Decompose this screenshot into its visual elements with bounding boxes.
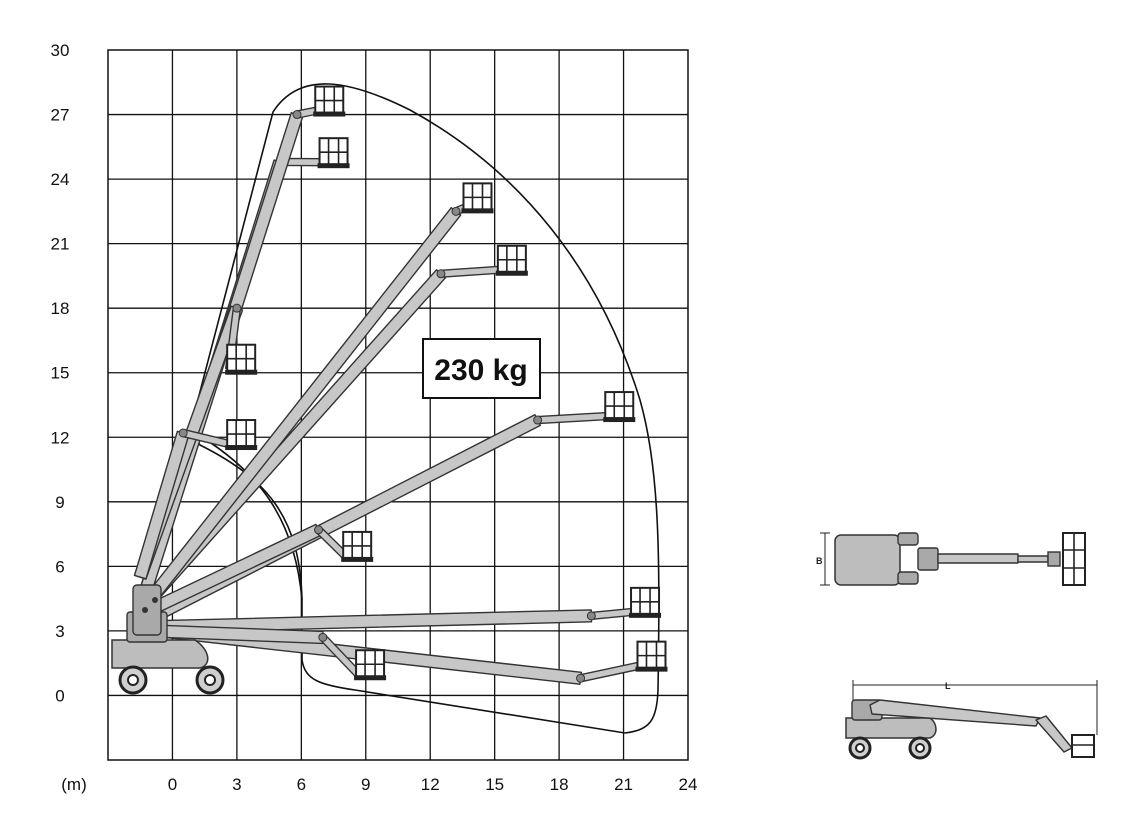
envelope-inner-arc <box>189 429 303 601</box>
y-tick-label: 21 <box>51 235 70 254</box>
top-view-drawing: B <box>816 532 1086 586</box>
x-tick-label: 21 <box>614 775 633 794</box>
platform-basket <box>461 182 494 214</box>
y-tick-label: 24 <box>51 170 70 189</box>
y-tick-label: 0 <box>55 686 64 705</box>
y-tick-label: 6 <box>55 557 64 576</box>
x-tick-label: 0 <box>168 775 177 794</box>
x-tick-label: 12 <box>421 775 440 794</box>
machine-chassis <box>111 584 225 695</box>
boom-joint <box>451 206 461 216</box>
x-axis-tick-labels: 0 3 6 9 12 15 18 21 24 <box>168 775 698 794</box>
x-tick-label: 9 <box>361 775 370 794</box>
platform-basket <box>313 85 346 117</box>
working-envelope <box>189 83 660 734</box>
y-tick-label: 15 <box>51 364 70 383</box>
jib-arm <box>579 661 641 683</box>
jib-arm <box>440 265 501 278</box>
y-tick-label: 30 <box>51 41 70 60</box>
y-tick-label: 18 <box>51 299 70 318</box>
y-tick-label: 12 <box>51 428 70 447</box>
jib-arm <box>536 411 609 425</box>
boom-joint <box>436 269 446 279</box>
side-view-dim-label: L <box>945 681 951 691</box>
boom-joint <box>586 611 596 621</box>
capacity-badge: 230 kg <box>422 338 541 399</box>
boom-joint <box>318 632 328 642</box>
boom-joint <box>576 673 586 683</box>
platform-basket <box>354 649 387 681</box>
boom-joint <box>533 415 543 425</box>
boom-joint <box>178 428 188 438</box>
platform-basket <box>629 586 662 618</box>
boom-joint <box>292 110 302 120</box>
boom-joint <box>232 303 242 313</box>
platform-basket <box>225 419 258 451</box>
y-tick-label: 27 <box>51 106 70 125</box>
platform-basket <box>225 343 258 375</box>
main-boom <box>133 430 190 580</box>
jib-arm <box>590 607 635 620</box>
platform-basket <box>317 137 350 169</box>
plot-frame <box>107 49 689 761</box>
boom-joint <box>314 525 324 535</box>
x-tick-label: 6 <box>297 775 306 794</box>
unit-label: (m) <box>61 775 86 794</box>
platform-basket <box>341 530 374 562</box>
y-tick-label: 9 <box>55 493 64 512</box>
x-tick-label: 24 <box>679 775 698 794</box>
side-view-drawing: L <box>845 680 1098 760</box>
boom-positions <box>133 85 668 685</box>
y-tick-label: 3 <box>55 622 64 641</box>
x-tick-label: 18 <box>550 775 569 794</box>
platform-basket <box>603 391 636 423</box>
x-tick-label: 15 <box>485 775 504 794</box>
platform-basket <box>635 640 668 672</box>
capacity-label: 230 kg <box>434 354 527 387</box>
x-tick-label: 3 <box>232 775 241 794</box>
top-view-dim-label: B <box>816 556 823 566</box>
platform-basket <box>495 244 528 276</box>
